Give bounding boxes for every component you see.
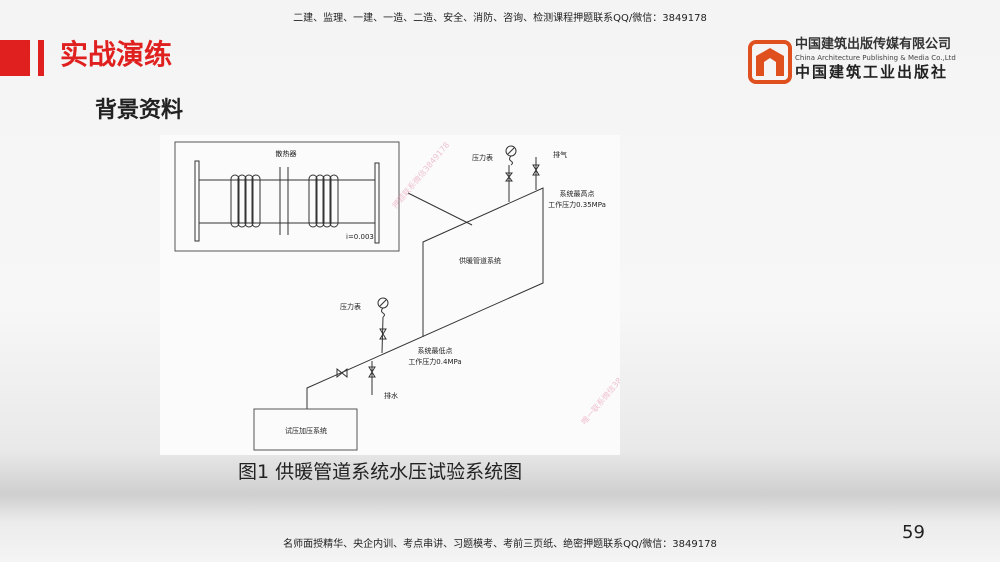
top-pressure-gauge-icon bbox=[505, 145, 517, 202]
slope-label: i=0.003 bbox=[346, 233, 374, 241]
drain-label: 排水 bbox=[384, 391, 398, 400]
pressure-test-diagram: 散热器 i=0.003 压力表 排气 系统最高点 工作压力0.35MPa 供暖管… bbox=[160, 135, 640, 455]
gauge-top-label: 压力表 bbox=[472, 153, 493, 162]
drain-valve-icon bbox=[368, 361, 376, 395]
watermark: 唯一联系微信3849178 bbox=[579, 356, 620, 427]
title-accent-bar bbox=[0, 40, 30, 76]
publisher-name-en: China Architecture Publishing & Media Co… bbox=[795, 54, 956, 62]
figure-caption: 图1 供暖管道系统水压试验系统图 bbox=[238, 461, 523, 483]
bottom-promo-note: 名师面授精华、央企内训、考点串讲、习题模考、考前三页纸、绝密押题联系QQ/微信：… bbox=[283, 539, 717, 550]
publisher-name-script: 中国建筑工业出版社 bbox=[795, 63, 949, 81]
inline-valve-icon bbox=[336, 367, 348, 379]
pump-box bbox=[253, 408, 358, 451]
pump-label: 试压加压系统 bbox=[285, 426, 327, 435]
highest-point-label: 系统最高点 bbox=[560, 189, 595, 198]
lowest-point-label: 系统最低点 bbox=[418, 346, 453, 355]
slide-title: 实战演练 bbox=[60, 38, 173, 71]
vent-label: 排气 bbox=[553, 150, 567, 159]
highest-pressure-label: 工作压力0.35MPa bbox=[548, 200, 606, 209]
pipe-system bbox=[306, 187, 544, 409]
vent-valve-icon bbox=[532, 157, 540, 190]
top-promo-note: 二建、监理、一建、一造、二造、安全、消防、咨询、检测课程押题联系QQ/微信：38… bbox=[293, 13, 707, 24]
gauge-bottom-label: 压力表 bbox=[340, 302, 361, 311]
publisher-name-cn: 中国建筑出版传媒有限公司 bbox=[795, 37, 952, 52]
title-accent-bar-thin bbox=[38, 40, 44, 76]
radiator-label: 散热器 bbox=[276, 149, 297, 158]
bottom-pressure-gauge-icon bbox=[377, 297, 389, 354]
lowest-pressure-label: 工作压力0.4MPa bbox=[408, 357, 461, 366]
page-number: 59 bbox=[902, 522, 925, 543]
radiator-box bbox=[174, 141, 400, 252]
radiator-coil-right bbox=[308, 174, 339, 228]
section-subtitle: 背景资料 bbox=[95, 98, 184, 123]
system-label: 供暖管道系统 bbox=[459, 256, 501, 265]
publisher-logo-icon bbox=[748, 40, 792, 84]
radiator-coil-left bbox=[230, 174, 261, 228]
